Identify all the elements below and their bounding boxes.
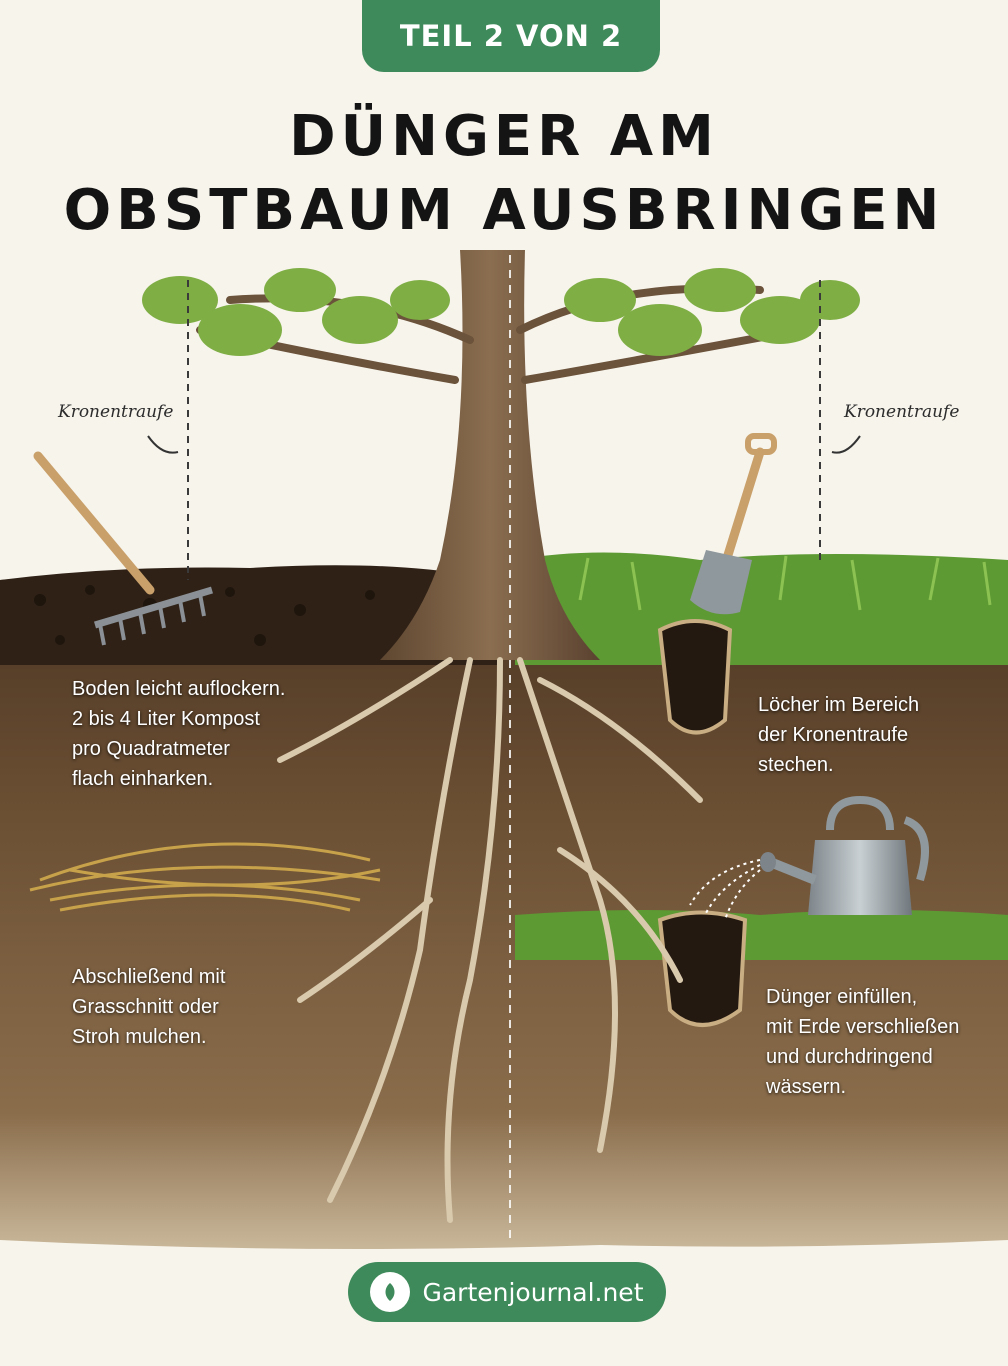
drip-line-label-left: Kronentraufe — [58, 402, 174, 422]
right-step-2: Dünger einfüllen, mit Erde verschließen … — [766, 982, 959, 1102]
fertilizer-hole-lower — [657, 910, 748, 1027]
grass-top — [515, 552, 1008, 665]
water-spray — [689, 859, 761, 921]
step-line: und durchdringend — [766, 1046, 933, 1068]
mulch-icon — [29, 842, 381, 912]
part-badge: TEIL 2 VON 2 — [362, 0, 660, 72]
step-line: der Kronentraufe — [758, 724, 909, 746]
step-line: Abschließend mit — [72, 966, 226, 988]
tree-roots — [277, 657, 703, 1223]
grass-lower — [515, 910, 1008, 960]
step-line: Grasschnitt oder — [72, 996, 219, 1018]
arrow-right-icon — [831, 435, 861, 454]
tree-leaves — [142, 268, 860, 356]
drip-line-label-right: Kronentraufe — [844, 402, 960, 422]
soil — [0, 568, 1008, 1249]
left-step-1: Boden leicht auflockern. 2 bis 4 Liter K… — [72, 674, 285, 794]
topsoil-left — [0, 565, 500, 665]
step-line: Löcher im Bereich — [758, 694, 920, 716]
step-line: Dünger einfüllen, — [766, 986, 918, 1008]
page-title-line-1: DÜNGER AM — [289, 104, 719, 169]
spade-icon — [690, 433, 777, 615]
tree-trunk — [380, 250, 600, 660]
step-line: wässern. — [766, 1076, 847, 1098]
step-line: pro Quadratmeter — [72, 738, 230, 760]
step-line: Stroh mulchen. — [72, 1026, 207, 1048]
step-line: stechen. — [758, 754, 834, 776]
arrow-left-icon — [147, 435, 179, 454]
footer-site-name: Gartenjournal.net — [422, 1277, 644, 1307]
fertilizer-hole-upper — [657, 619, 733, 735]
step-line: flach einharken. — [72, 768, 214, 790]
step-line: mit Erde verschließen — [766, 1016, 960, 1038]
leaf-logo-icon — [370, 1272, 411, 1312]
step-line: Boden leicht auflockern. — [72, 678, 286, 700]
step-line: 2 bis 4 Liter Kompost — [72, 708, 260, 730]
left-step-2: Abschließend mit Grasschnitt oder Stroh … — [72, 962, 225, 1052]
rake-icon — [33, 451, 214, 646]
watering-can-icon — [760, 795, 929, 915]
page-title-line-2: OBSTBAUM AUSBRINGEN — [63, 178, 945, 243]
footer-brand[interactable]: Gartenjournal.net — [348, 1262, 666, 1322]
drip-lines — [187, 280, 821, 580]
right-step-1: Löcher im Bereich der Kronentraufe stech… — [758, 690, 919, 780]
